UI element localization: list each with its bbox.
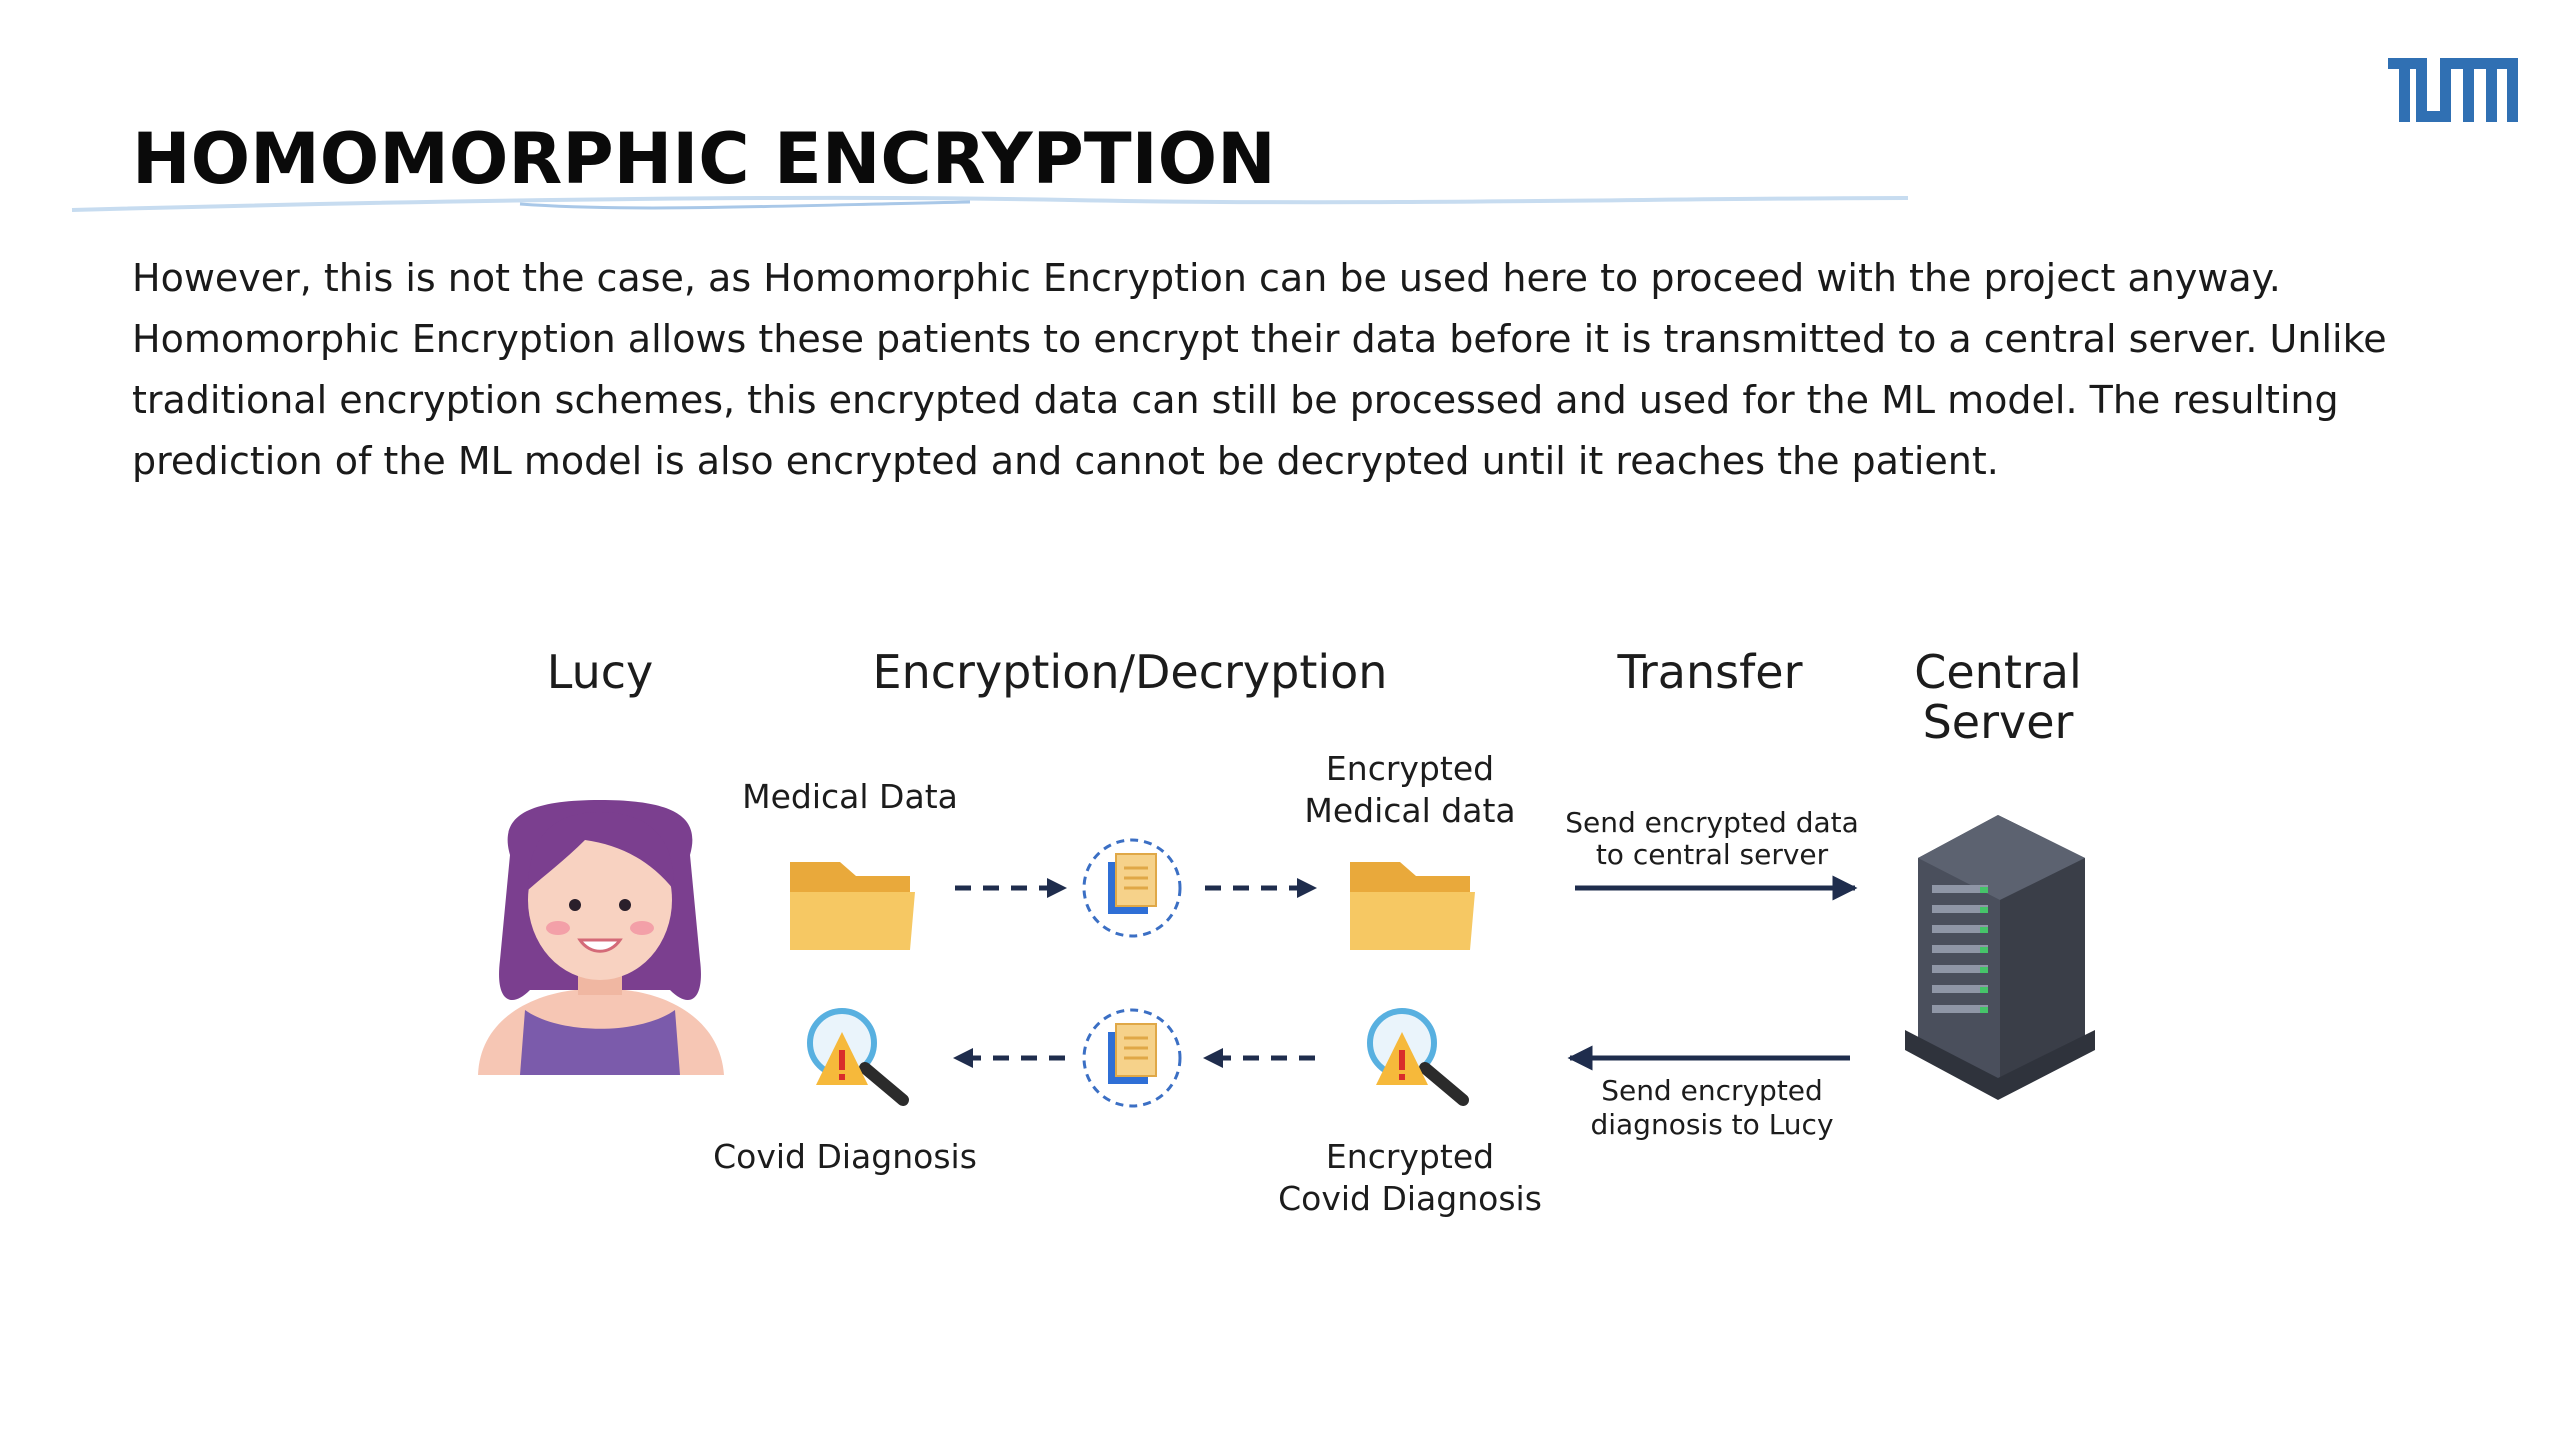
- slide-body-text: However, this is not the case, as Homomo…: [132, 256, 2387, 483]
- folder-icon: [790, 862, 915, 950]
- header-encryption: Encryption/Decryption: [873, 645, 1388, 699]
- tum-logo-icon: [2388, 58, 2518, 122]
- label-send-data-line2: to central server: [1596, 838, 1829, 871]
- label-send-data-line1: Send encrypted data: [1565, 806, 1859, 839]
- server-rack-icon: [1905, 815, 2095, 1100]
- warning-magnifier-icon: [807, 1008, 909, 1106]
- label-encrypted-covid-line2: Covid Diagnosis: [1278, 1179, 1542, 1218]
- slide-title: HOMOMORPHIC ENCRYPTION: [132, 118, 1276, 200]
- warning-magnifier-icon: [1367, 1008, 1469, 1106]
- document-cycle-icon: [1082, 838, 1182, 938]
- label-send-diag-line2: diagnosis to Lucy: [1590, 1108, 1833, 1141]
- label-medical-data: Medical Data: [742, 777, 958, 816]
- header-server-line2: Server: [1923, 695, 2074, 749]
- label-send-diag-line1: Send encrypted: [1601, 1074, 1823, 1107]
- header-transfer: Transfer: [1617, 645, 1803, 699]
- title-brush-underline: [71, 195, 1909, 212]
- label-encrypted-medical-line1: Encrypted: [1326, 749, 1494, 788]
- label-encrypted-medical-line2: Medical data: [1304, 791, 1515, 830]
- document-cycle-icon: [1082, 1008, 1182, 1108]
- header-server-line1: Central: [1914, 645, 2082, 699]
- folder-icon: [1350, 862, 1475, 950]
- label-encrypted-covid-line1: Encrypted: [1326, 1137, 1494, 1176]
- woman-avatar-icon: [478, 800, 724, 1075]
- header-lucy: Lucy: [547, 645, 654, 699]
- label-covid-diagnosis: Covid Diagnosis: [713, 1137, 977, 1176]
